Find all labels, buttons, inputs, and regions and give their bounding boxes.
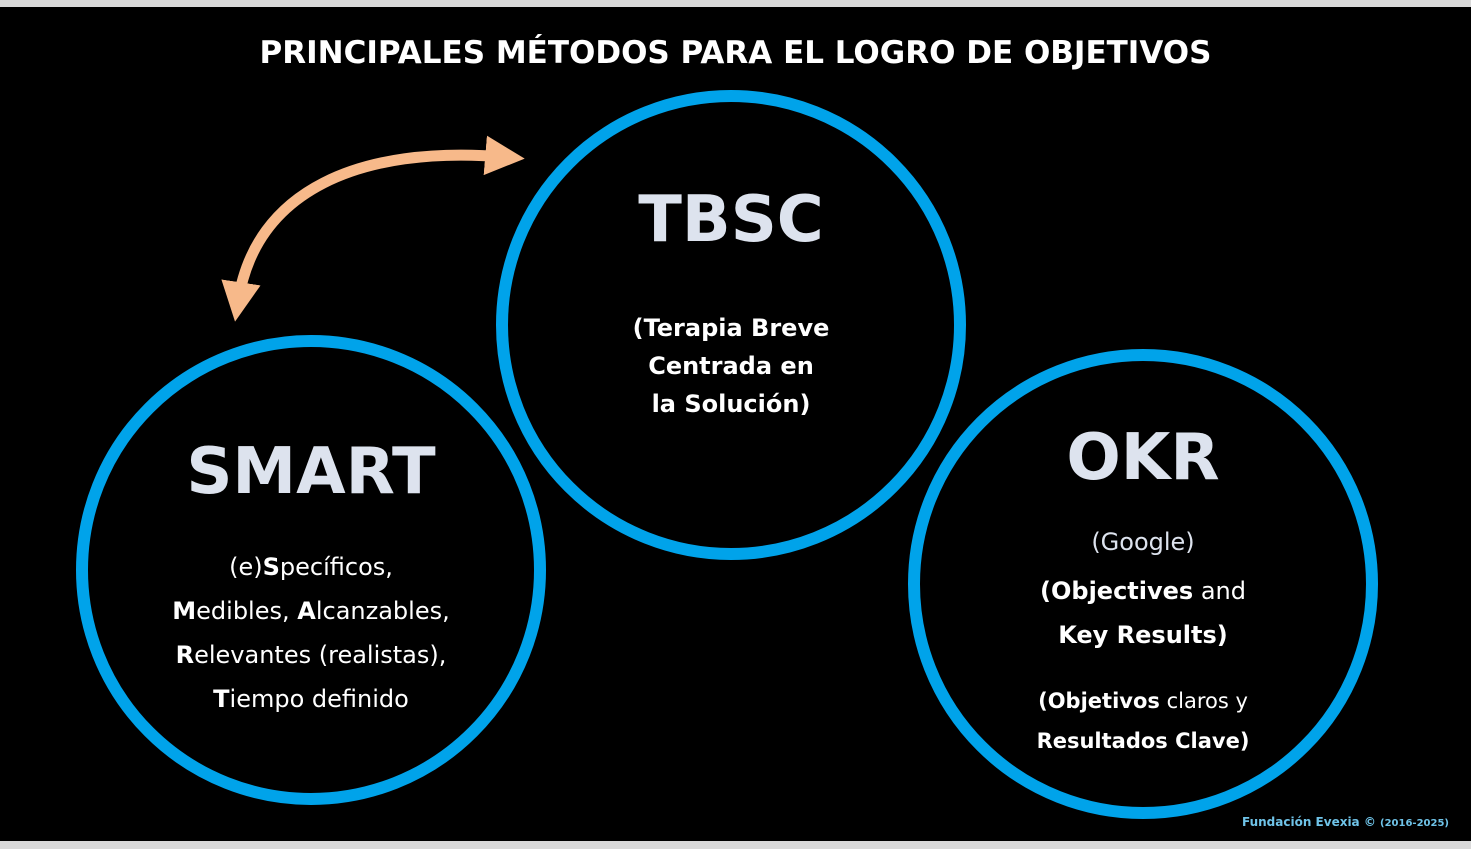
smart-description: (e)Specíficos, Medibles, Alcanzables, Re… [121,545,501,721]
okr-es-line-2: Resultados Clave) [1036,729,1250,753]
smart-heading: SMART [186,435,436,509]
tbsc-line-1: (Terapia Breve [632,314,830,342]
okr-heading: OKR [1066,421,1220,495]
tbsc-description: (Terapia Breve Centrada en la Solución) [571,309,891,423]
okr-provider: (Google) [1091,528,1195,556]
okr-es-line-1: (Objetivos claros y [1038,689,1248,713]
footer-years: (2016-2025) [1380,818,1449,829]
page-title: PRINCIPALES MÉTODOS PARA EL LOGRO DE OBJ… [259,35,1212,71]
footer-credit: Fundación Evexia © (2016-2025) [1242,815,1449,829]
okr-spanish: (Objetivos claros y Resultados Clave) [973,681,1313,761]
okr-en-line-2: Key Results) [1058,621,1228,649]
smart-line-1: (e)Specíficos, [229,553,393,581]
cycle-arrow [221,135,525,322]
smart-circle [76,335,546,805]
smart-line-3: Relevantes (realistas), [175,641,447,669]
tbsc-circle [496,90,966,560]
slide-canvas: PRINCIPALES MÉTODOS PARA EL LOGRO DE OBJ… [0,7,1471,841]
tbsc-line-3: la Solución) [651,390,811,418]
okr-english: (Objectives and Key Results) [973,569,1313,657]
okr-en-line-1: (Objectives and [1040,577,1246,605]
smart-line-2: Medibles, Alcanzables, [172,597,450,625]
tbsc-heading: TBSC [638,183,824,257]
footer-org: Fundación Evexia © [1241,815,1376,829]
okr-circle [908,349,1378,819]
diagram-graphics [76,90,1378,819]
tbsc-line-2: Centrada en [648,352,814,380]
smart-line-4: Tiempo definido [213,685,409,713]
